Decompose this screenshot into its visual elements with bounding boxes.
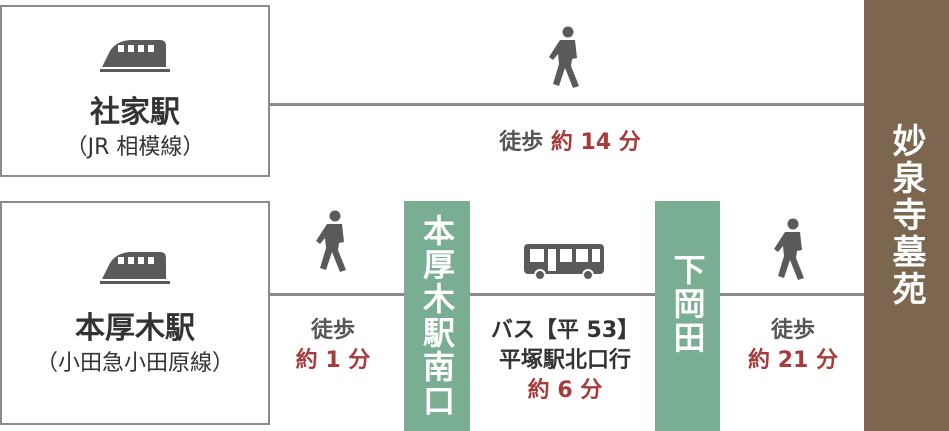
bus-stop-honatsugi-south: 本厚木駅南口 <box>404 201 470 431</box>
route-line-top <box>270 103 864 106</box>
station-box-honatsugi: 本厚木駅 （小田急小田原線） <box>0 201 270 425</box>
walk1-label: 徒歩 <box>310 318 355 343</box>
train-icon <box>100 252 170 284</box>
walk-time-top-value: 約 14 分 <box>550 130 641 155</box>
bus-stop-shimookada: 下岡田 <box>655 201 720 431</box>
walk2-label: 徒歩 <box>770 318 815 343</box>
bus-destination: 平塚駅北口行 <box>498 348 631 373</box>
station-line-bottom: （小田急小田原線） <box>35 351 234 376</box>
train-icon <box>100 40 170 72</box>
walk2-time: 約 21 分 <box>748 348 838 373</box>
walk-time-top: 徒歩 約 14 分 <box>440 124 700 156</box>
walk-label-top: 徒歩 <box>499 130 544 155</box>
destination-box: 妙泉寺墓苑 <box>864 0 949 431</box>
walk1-time: 約 1 分 <box>295 348 371 373</box>
station-line-top: （JR 相模線） <box>65 135 205 160</box>
station-box-shake: 社家駅 （JR 相模線） <box>0 5 270 177</box>
bus-stop-2-name: 下岡田 <box>668 253 707 355</box>
walking-person-icon <box>316 210 346 272</box>
bus-icon <box>524 244 604 281</box>
station-name-bottom: 本厚木駅 <box>75 311 195 346</box>
route-line-bottom <box>270 293 864 296</box>
bus-time: 約 6 分 <box>527 378 603 403</box>
bus-stop-1-name: 本厚木駅南口 <box>418 214 456 418</box>
station-name-top: 社家駅 <box>90 95 180 130</box>
bus-line: バス【平 53】 <box>490 318 640 343</box>
walking-person-icon <box>774 218 804 280</box>
walking-person-icon <box>549 26 579 88</box>
destination-name: 妙泉寺墓苑 <box>886 123 926 308</box>
